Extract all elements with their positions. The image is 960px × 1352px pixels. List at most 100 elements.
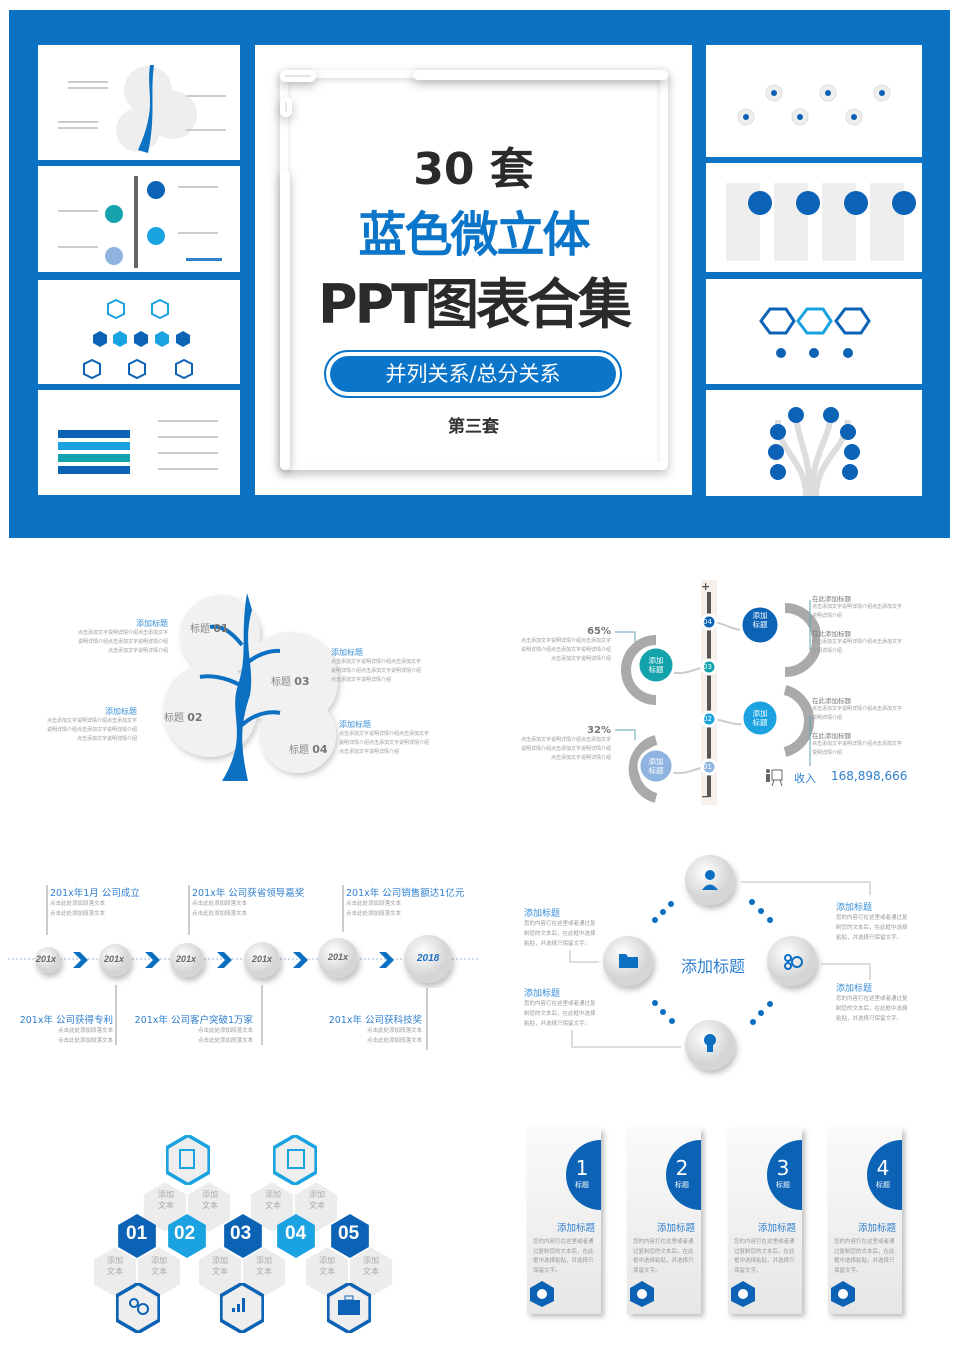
tree-block-4: 添加标题 点击添加文字说明详情介绍点击添加文字说明详情介绍点击添加文字说明详情介… (339, 719, 449, 757)
card-tag: 标题 (675, 1181, 689, 1189)
year-bubble-3: 201x (176, 954, 197, 964)
block-line: 点击添加文字说明详情介绍点击添加文字 (339, 731, 430, 737)
tree-block-1: 添加标题 点击添加文字说明详情介绍点击添加文字说明详情介绍点击添加文字说明详情介… (60, 618, 168, 656)
circle-label-04: 添加标题 (752, 611, 768, 629)
diamond-block-1: 添加标题您的内容打在这里或者通过复制您的文本后，在此框中选择粘贴，并选择只保留文… (524, 909, 596, 947)
presenter-icon (766, 769, 783, 787)
diamond-block-2: 添加标题您的内容打在这里或者通过复制您的文本后，在此框中选择粘贴，并选择只保留文… (524, 989, 596, 1027)
tree-node-01: 标题 01 (190, 620, 229, 635)
node-01: 01 (703, 763, 712, 771)
year-bubble-5: 201x (328, 952, 349, 962)
block-title: 添加标题 (331, 648, 363, 657)
thumbnail-tree-graphic (58, 65, 226, 153)
cover-category-label: 并列关系/总分关系 (330, 356, 616, 392)
hex-text-cell: 添加文本 (107, 1256, 123, 1276)
thumbnail-tree (38, 45, 240, 160)
tree-block-2: 添加标题 点击添加文字说明详情介绍点击添加文字说明详情介绍点击添加文字说明详情介… (30, 706, 137, 744)
hex-text-cell: 添加文本 (319, 1256, 335, 1276)
block-line: 点击添加文字说明详情介绍 (339, 749, 400, 755)
block-title: 添加标题 (136, 619, 168, 628)
feature-card: 3 标题 添加标题 您的内容打在这里或者通过复制您的文本后，在此框中选择粘贴，并… (728, 1128, 802, 1314)
tree-node-prefix: 标题 (190, 624, 210, 635)
horizontal-timeline-graphic (8, 885, 478, 1050)
tree-node-number: 02 (187, 711, 203, 724)
folder-icon (619, 954, 638, 968)
document-icon (287, 1149, 305, 1169)
hex-text-cell: 添加文本 (158, 1190, 174, 1210)
card-tag: 标题 (575, 1181, 589, 1189)
card-title: 添加标题 (556, 1223, 595, 1234)
gears-icon (784, 954, 803, 970)
tree-node-04: 标题 04 (289, 741, 328, 756)
tree-node-02: 标题 02 (164, 709, 203, 724)
block-title: 添加标题 (339, 720, 371, 729)
cover-corner (280, 70, 316, 82)
thumbnail-cards (706, 163, 922, 272)
diamond-block-4: 添加标题您的内容打在这里或者通过复制您的文本后，在此框中选择粘贴，并选择只保留文… (836, 984, 908, 1022)
thumbnail-vertical-timeline-graphic (58, 176, 222, 268)
block-line: 点击添加文字说明详情介绍 (76, 736, 137, 742)
card-number: 4 (876, 1156, 890, 1180)
thumbnail-cards-graphic (726, 183, 916, 261)
thumbnail-icon-grid-graphic (737, 84, 891, 126)
year-bubble-2: 201x (104, 954, 125, 964)
cover-frame-top (413, 70, 668, 80)
percent-value: 65% (587, 626, 611, 637)
card-number: 3 (776, 1156, 790, 1180)
feature-card: 1 标题 添加标题 您的内容打在这里或者通过复制您的文本后，在此框中选择粘贴，并… (527, 1128, 601, 1314)
diamond-center-title: 添加标题 (681, 957, 746, 976)
block-line: 点击添加文字说明详情介绍点击添加文字 (46, 718, 137, 724)
cover-dot (280, 97, 292, 117)
thumbnail-stacked-bars (38, 390, 240, 495)
tree-graphic (163, 593, 338, 781)
card-description: 您的内容打在这里或者通过复制您的文本后，在此框中选择粘贴，并选择只保留文字。 (533, 1239, 594, 1274)
year-bubble-4: 201x (252, 954, 273, 964)
tree-node-03: 标题 03 (271, 673, 310, 688)
hex-text-cell: 添加文本 (151, 1256, 167, 1276)
bar-chart-icon (232, 1298, 245, 1312)
cover-set-number: 第三套 (448, 417, 499, 437)
card-title: 添加标题 (857, 1223, 896, 1234)
gears-icon (129, 1298, 149, 1315)
thumbnail-hexagons-graphic (83, 298, 193, 380)
node-03: 03 (703, 663, 712, 671)
event-2: 201x年 公司获得专利点击此处添加段落文本点击此处添加段落文本 (19, 1015, 113, 1044)
card-tag: 标题 (776, 1181, 790, 1189)
circle-label-01: 添加标题 (648, 757, 664, 775)
scale-minus: − (701, 790, 711, 803)
hexagon-graphic (93, 1135, 393, 1333)
cover-card: 30 套 蓝色微立体 PPT图表合集 并列关系/总分关系 第三套 (255, 45, 692, 495)
hex-text-cell: 添加文本 (309, 1190, 325, 1210)
card-title: 添加标题 (757, 1223, 796, 1234)
thumbnail-tree-branches-graphic (768, 407, 860, 496)
card-description: 您的内容打在这里或者通过复制您的文本后，在此框中选择粘贴，并选择只保留文字。 (734, 1239, 795, 1274)
event-1: 201x年1月 公司成立点击此处添加段落文本点击此处添加段落文本 (50, 888, 140, 917)
hex-text-cell: 添加文本 (212, 1256, 228, 1276)
hex-number-01: 01 (126, 1223, 148, 1244)
thumbnail-hexagons (38, 280, 240, 384)
scale-plus: + (701, 580, 711, 593)
cover-title: PPT图表合集 (318, 273, 632, 336)
block-title: 添加标题 (105, 707, 137, 716)
feature-card: 2 标题 添加标题 您的内容打在这里或者通过复制您的文本后，在此框中选择粘贴，并… (627, 1128, 701, 1314)
hex-text-cell: 添加文本 (363, 1256, 379, 1276)
tree-node-prefix: 标题 (164, 713, 184, 724)
thumbnail-tree-branches (706, 390, 922, 496)
feature-card: 4 标题 添加标题 您的内容打在这里或者通过复制您的文本后，在此框中选择粘贴，并… (828, 1128, 902, 1314)
tree-block-3: 添加标题 点击添加文字说明详情介绍点击添加文字说明详情介绍点击添加文字说明详情介… (331, 647, 441, 685)
block-line: 说明详情介绍点击添加文字说明详情介绍 (46, 727, 137, 733)
tree-node-number: 01 (213, 622, 229, 635)
thumbnail-stacked-bars-graphic (58, 420, 218, 474)
event-3: 201x年 公司获省领导嘉奖点击此处添加段落文本点击此处添加段落文本 (192, 888, 305, 917)
event-6: 201x年 公司获科技奖点击此处添加段落文本点击此处添加段落文本 (328, 1015, 422, 1044)
circle-label-03: 添加标题 (648, 656, 664, 674)
cover-count: 30 套 (413, 144, 534, 195)
hex-number-05: 05 (338, 1223, 360, 1244)
edit-icon (179, 1149, 195, 1169)
block-line: 说明详情介绍点击添加文字说明详情介绍 (331, 668, 422, 674)
hex-number-03: 03 (230, 1223, 252, 1244)
hex-number-04: 04 (285, 1223, 307, 1244)
briefcase-icon (338, 1295, 360, 1315)
tree-node-number: 03 (294, 675, 310, 688)
right-block-1: 在此添加标题点击添加文字说明详情介绍点击添加文字说明详情介绍 在此添加标题点击添… (812, 595, 903, 654)
